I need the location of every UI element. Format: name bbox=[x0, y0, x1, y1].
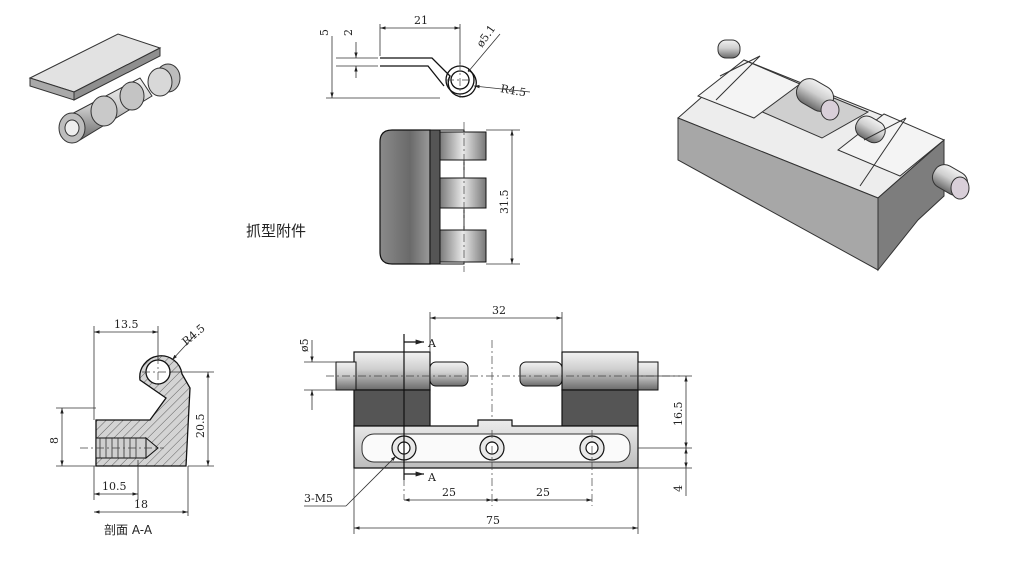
iso-clip-part bbox=[28, 33, 181, 144]
dim-diameter-5: ø5 bbox=[298, 338, 311, 352]
dim-height-5: 5 bbox=[318, 29, 331, 36]
dim-18: 18 bbox=[134, 498, 148, 511]
section-mark-a-bottom: A bbox=[427, 471, 437, 484]
dim-75: 75 bbox=[486, 514, 500, 527]
section-caption: 剖面 A-A bbox=[104, 523, 153, 537]
dim-20-5: 20.5 bbox=[194, 414, 207, 439]
dim-radius-4-5: R4.5 bbox=[499, 82, 527, 99]
front-view: A A 32 ø5 16.5 4 25 25 75 3-M5 bbox=[298, 304, 692, 534]
dim-height-31-5: 31.5 bbox=[498, 190, 511, 215]
dim-10-5: 10.5 bbox=[102, 480, 127, 493]
side-view: 31.5 bbox=[379, 122, 520, 272]
dim-25-right: 25 bbox=[536, 486, 550, 499]
dim-16-5: 16.5 bbox=[672, 402, 685, 427]
thread-note-3-m5: 3-M5 bbox=[304, 492, 333, 505]
top-view-profile: 21 5 2 ø5.1 R4.5 bbox=[318, 14, 531, 99]
dim-r4-5: R4.5 bbox=[180, 322, 208, 349]
dim-width-21: 21 bbox=[414, 14, 428, 27]
dim-4: 4 bbox=[672, 485, 685, 492]
iso-hinge-assembly bbox=[677, 39, 970, 272]
dim-diameter-5-1: ø5.1 bbox=[474, 23, 498, 50]
dim-8: 8 bbox=[48, 437, 61, 444]
dim-13-5: 13.5 bbox=[114, 318, 139, 331]
dim-height-2: 2 bbox=[342, 29, 355, 36]
dim-25-left: 25 bbox=[442, 486, 456, 499]
dim-32: 32 bbox=[492, 304, 506, 317]
section-view: 13.5 R4.5 20.5 8 10.5 18 剖面 A-A bbox=[48, 318, 214, 537]
part-caption: 抓型附件 bbox=[246, 222, 306, 240]
section-mark-a-top: A bbox=[427, 337, 437, 350]
